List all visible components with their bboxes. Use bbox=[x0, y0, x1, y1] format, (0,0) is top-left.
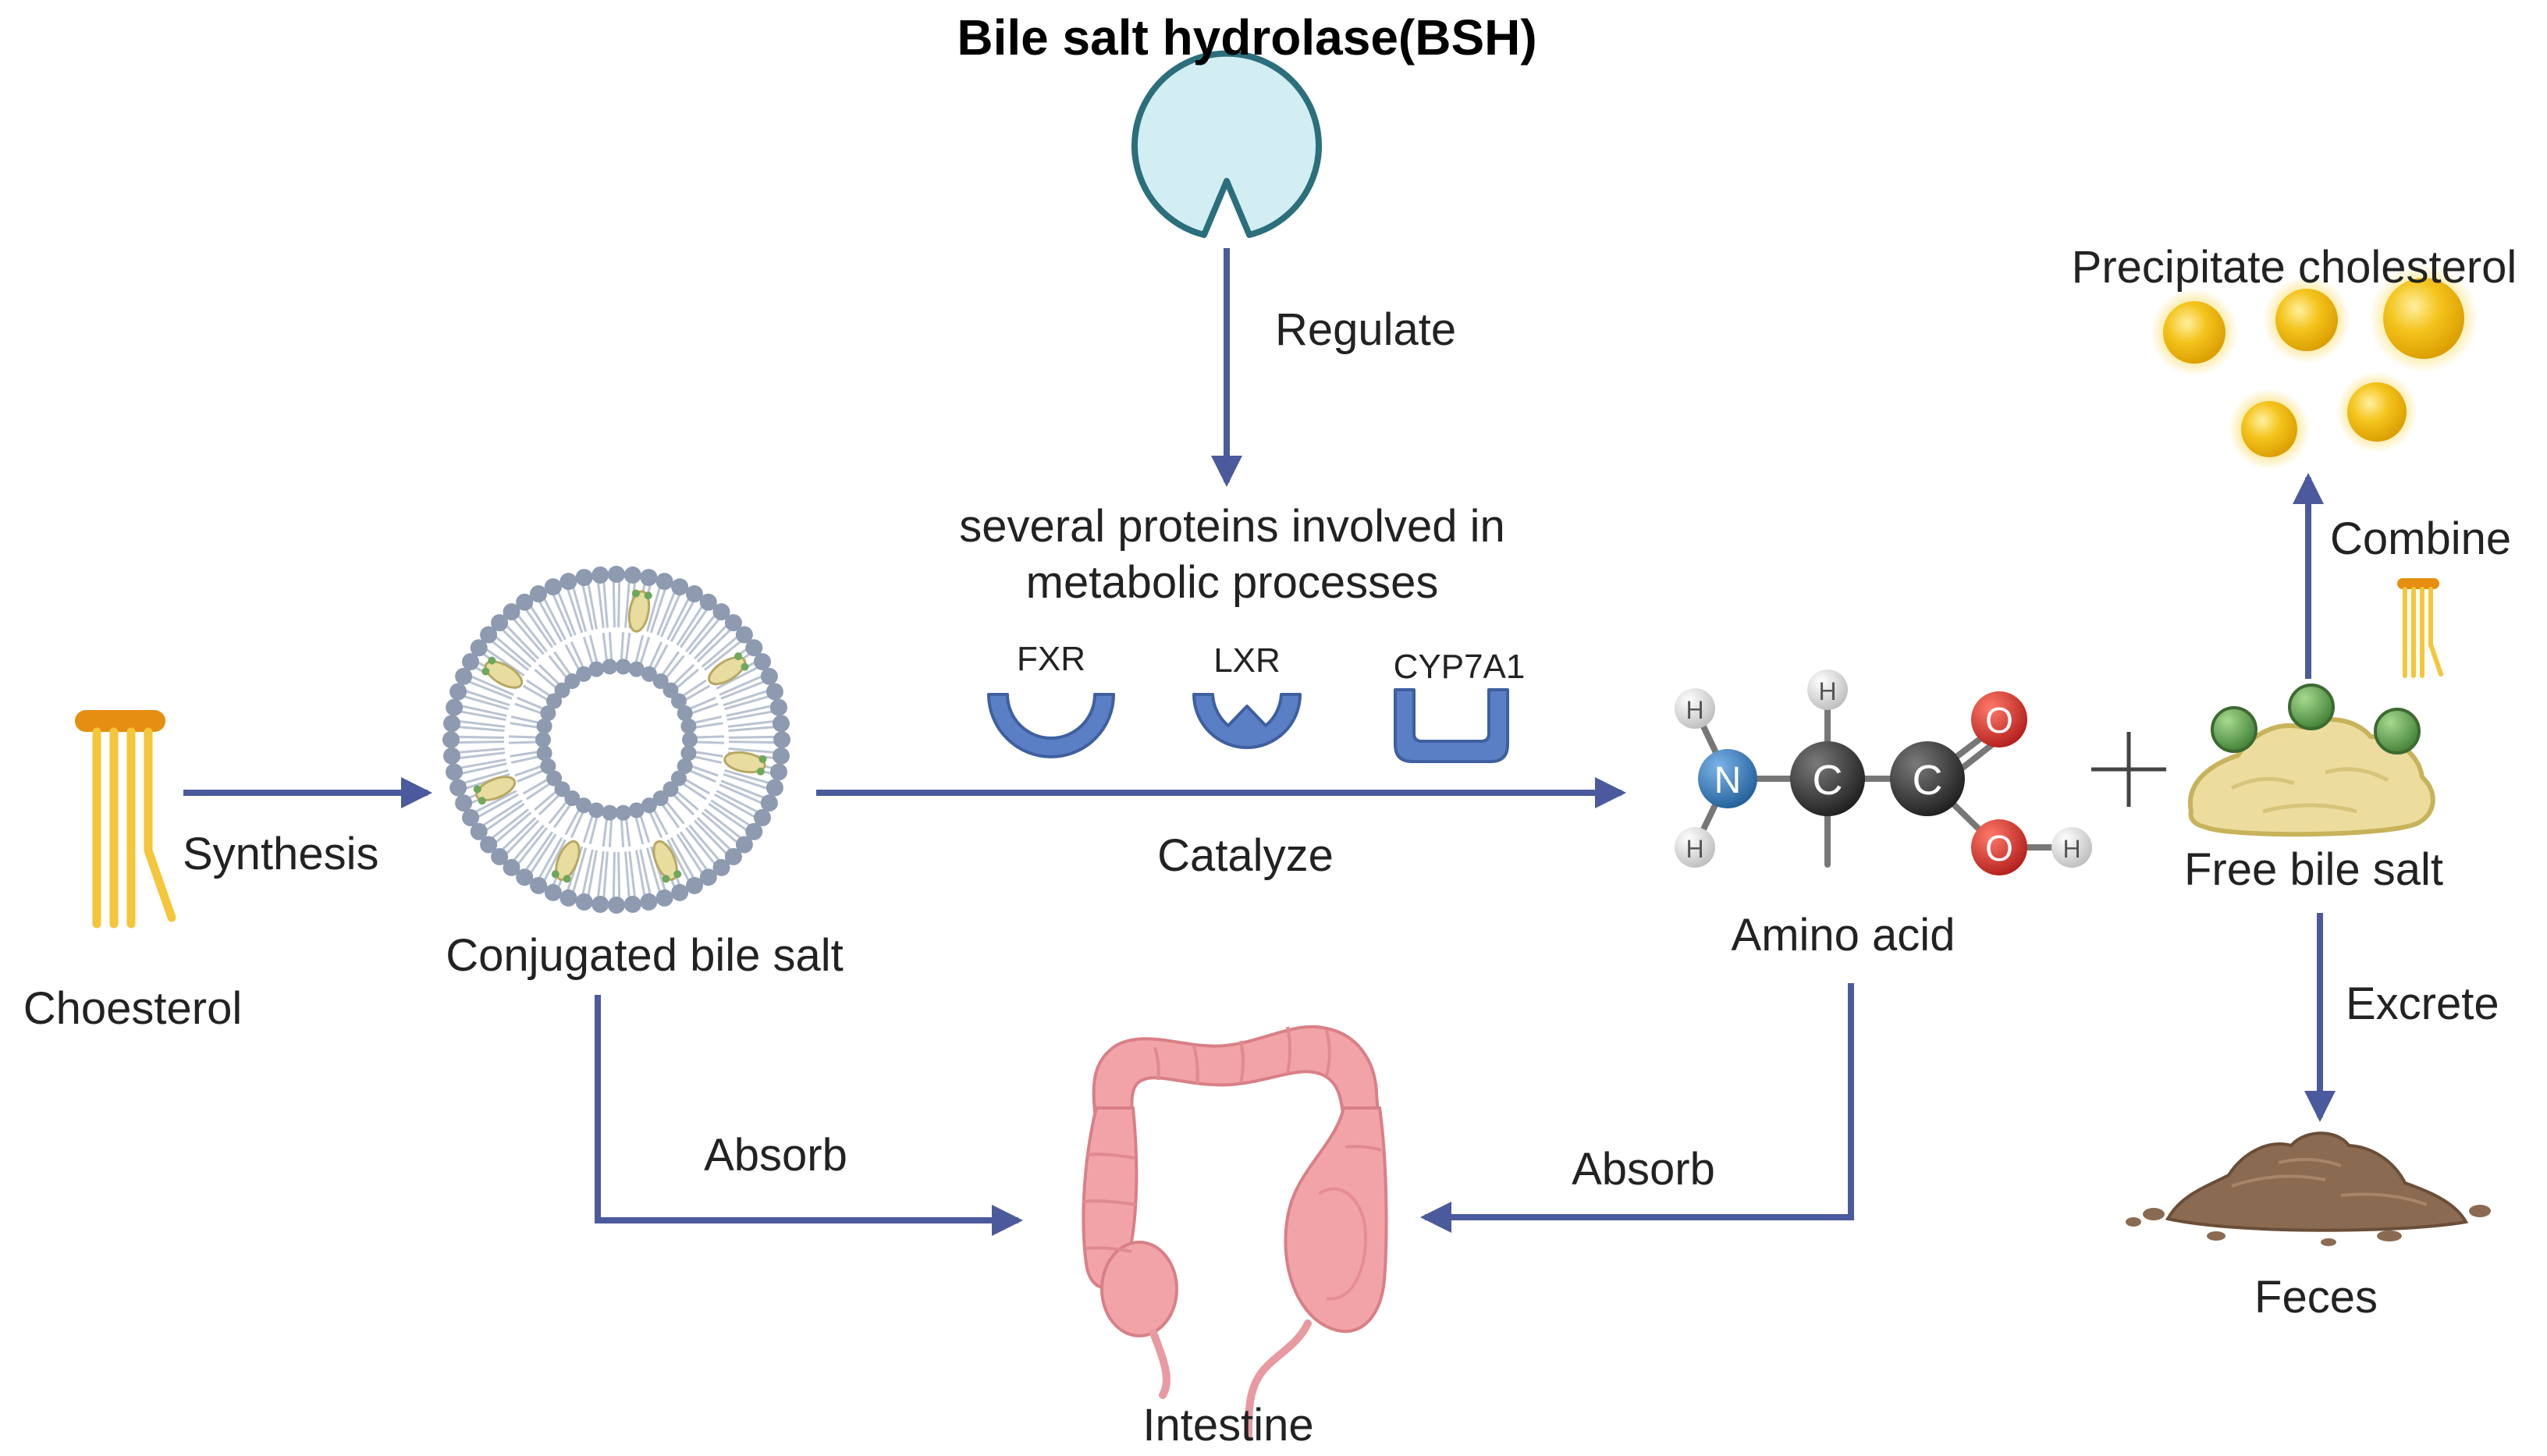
cholesterol-icon bbox=[75, 710, 176, 929]
atom-c-label-1: C bbox=[1813, 757, 1843, 804]
cyp7a1-protein-icon bbox=[1394, 688, 1509, 763]
hydrogen-atom-n1: H bbox=[1675, 688, 1715, 729]
absorb-right-arrow bbox=[1420, 983, 1854, 1233]
nitrogen-atom: N bbox=[1698, 749, 1757, 808]
amino-acid-label: Amino acid bbox=[1731, 910, 1956, 961]
intestine-label: Intestine bbox=[1142, 1400, 1314, 1451]
precipitate-cholesterol-label: Precipitate cholesterol bbox=[2071, 242, 2517, 293]
atom-n-label: N bbox=[1714, 760, 1742, 801]
hydrogen-atom-o: H bbox=[2051, 827, 2092, 868]
diagram-title: Bile salt hydrolase(BSH) bbox=[957, 9, 1537, 66]
atom-h-label-2: H bbox=[1686, 835, 1703, 863]
cyp7a1-label: CYP7A1 bbox=[1393, 648, 1526, 686]
plus-sign-icon bbox=[2091, 732, 2166, 807]
catalyze-label: Catalyze bbox=[1157, 830, 1334, 881]
fxr-protein-icon bbox=[987, 693, 1115, 758]
atom-h-label-4: H bbox=[2062, 835, 2080, 863]
carbon-atom-1: C bbox=[1790, 741, 1865, 816]
free-bile-salt-icon bbox=[2187, 684, 2435, 837]
absorb-right-label: Absorb bbox=[1572, 1144, 1715, 1195]
feces-icon bbox=[2126, 1131, 2491, 1246]
absorb-left-arrow bbox=[595, 995, 1023, 1236]
small-cholesterol-icon bbox=[2397, 578, 2443, 678]
combine-label: Combine bbox=[2330, 513, 2512, 564]
oxygen-atom-2: O bbox=[1971, 819, 2027, 875]
atom-o-label-2: O bbox=[1985, 828, 2013, 868]
arrows bbox=[183, 248, 2336, 1236]
synthesis-label: Synthesis bbox=[183, 829, 379, 879]
atom-h-label-1: H bbox=[1686, 696, 1703, 724]
free-bile-salt-label: Free bile salt bbox=[2183, 844, 2444, 895]
regulate-label: Regulate bbox=[1275, 304, 1457, 355]
excrete-label: Excrete bbox=[2346, 978, 2499, 1029]
bsh-enzyme-icon bbox=[1131, 50, 1322, 238]
conjugated-bile-salt-label: Conjugated bile salt bbox=[446, 930, 844, 981]
atom-c-label-2: C bbox=[1913, 757, 1943, 804]
atom-o-label-1: O bbox=[1985, 700, 2013, 740]
cholesterol-label: Choesterol bbox=[23, 983, 243, 1034]
amino-acid-molecule: H H H H N C C bbox=[1675, 669, 2092, 875]
hydrogen-atom-n2: H bbox=[1675, 827, 1715, 868]
conjugated-bile-salt-vesicle-icon bbox=[442, 566, 790, 914]
proteins-label-line1: several proteins involved in bbox=[959, 501, 1505, 552]
precipitate-cholesterol-icon bbox=[2151, 264, 2478, 470]
fxr-label: FXR bbox=[1017, 640, 1085, 678]
proteins-label-line2: metabolic processes bbox=[1025, 557, 1439, 608]
hydrogen-atom-c: H bbox=[1807, 669, 1848, 710]
atom-h-label-3: H bbox=[1818, 677, 1836, 705]
oxygen-atom-1: O bbox=[1971, 691, 2027, 748]
absorb-left-label: Absorb bbox=[704, 1130, 847, 1181]
intestine-icon bbox=[1082, 1025, 1388, 1440]
carbon-atom-2: C bbox=[1890, 741, 1965, 816]
lxr-label: LXR bbox=[1213, 641, 1281, 680]
lxr-protein-icon bbox=[1192, 693, 1302, 749]
feces-label: Feces bbox=[2254, 1272, 2378, 1323]
